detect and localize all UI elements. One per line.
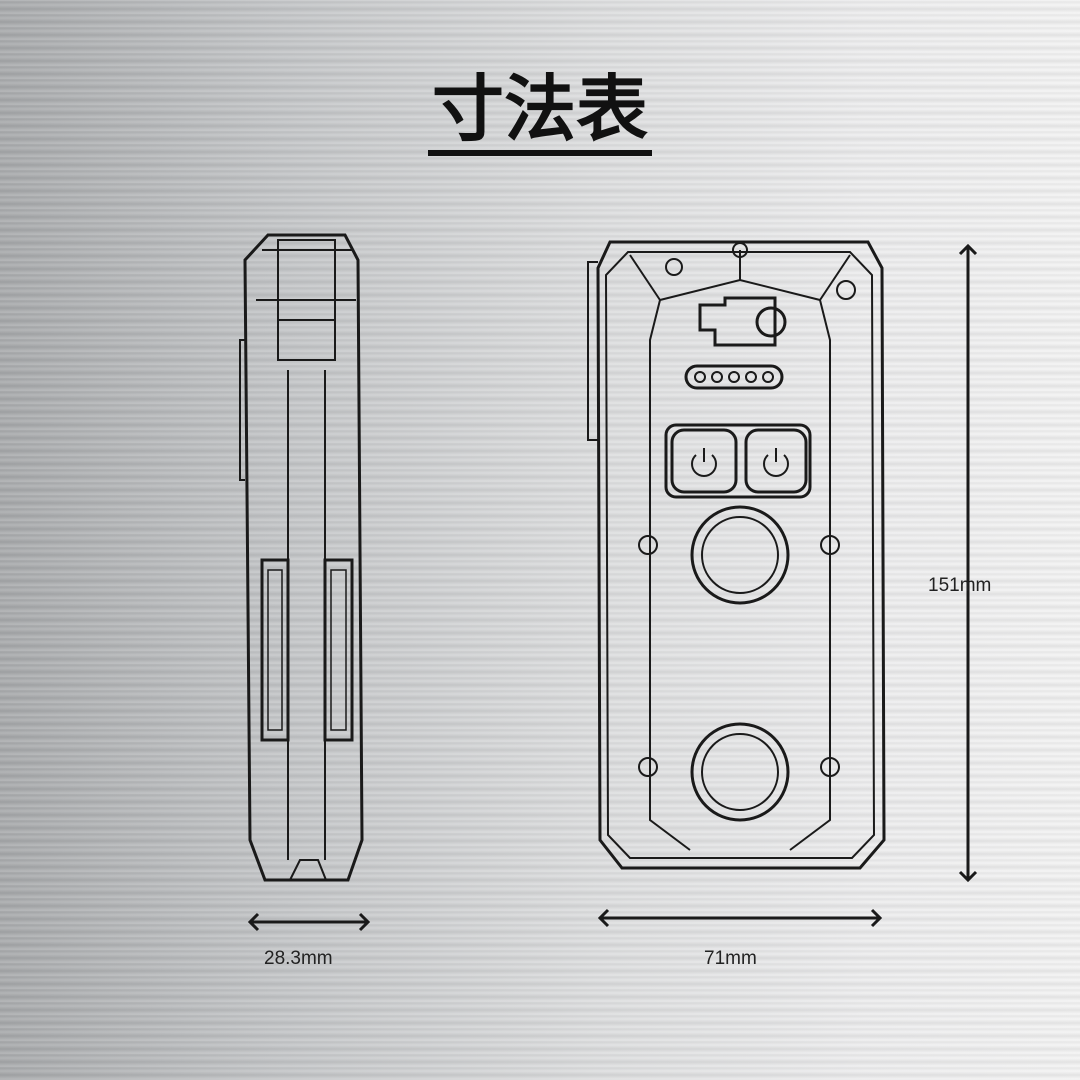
power-icon: [763, 448, 789, 477]
side-view: [239, 233, 364, 882]
depth-label: 28.3mm: [264, 948, 333, 969]
dimension-arrows: [247, 243, 978, 932]
height-label: 151mm: [928, 575, 992, 596]
power-icon: [691, 448, 717, 477]
page-title: 寸法表: [0, 50, 1080, 156]
screw-icon: [638, 242, 856, 777]
width-label: 71mm: [704, 948, 757, 969]
front-view: [587, 240, 886, 870]
